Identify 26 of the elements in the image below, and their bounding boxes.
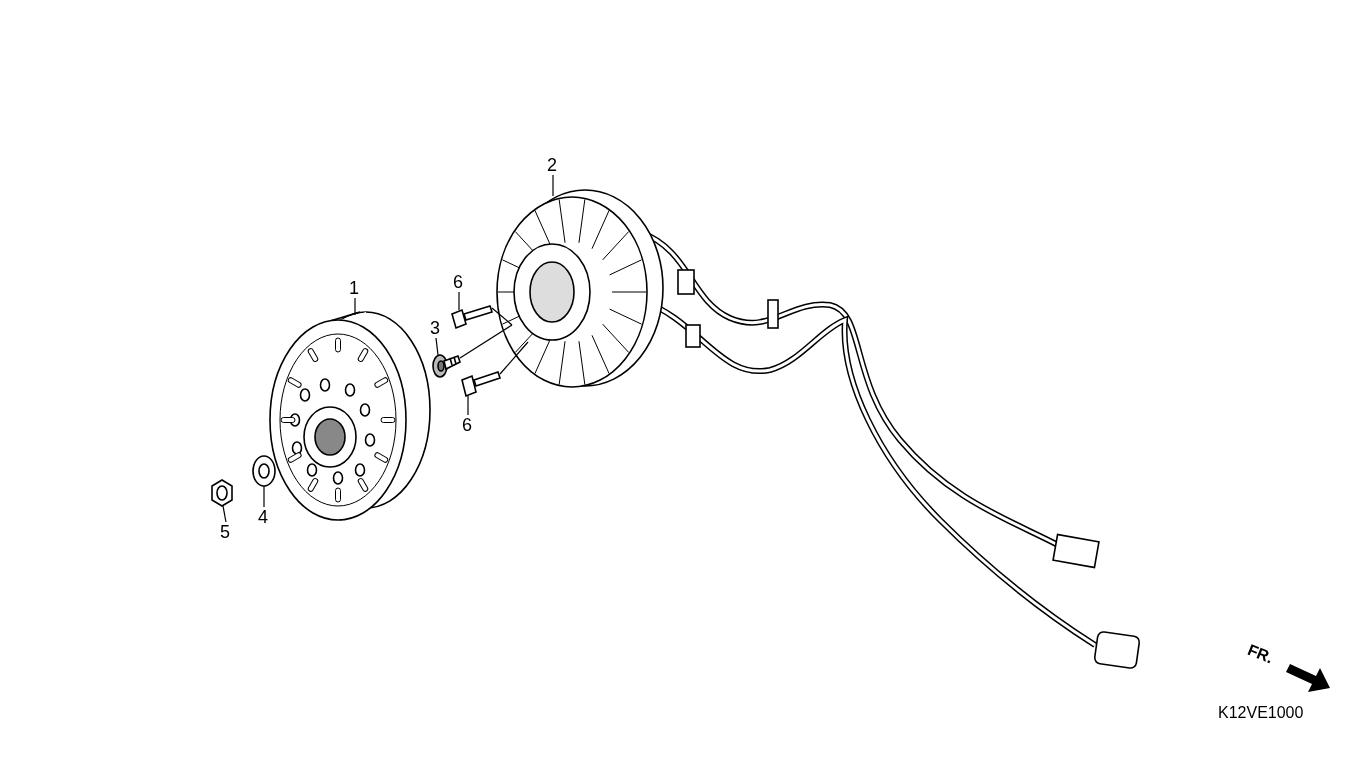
bolt-drawing — [461, 371, 501, 398]
direction-label: FR. — [1244, 640, 1276, 669]
leader-line — [222, 505, 227, 523]
assembly-line — [491, 307, 513, 326]
leader-line — [354, 297, 356, 316]
callout-number: 1 — [349, 278, 359, 298]
bolt-drawing — [451, 305, 493, 330]
leader-line — [435, 337, 439, 356]
callout-number: 3 — [430, 318, 440, 338]
stator-drawing — [496, 189, 1141, 670]
leader-line — [263, 485, 265, 508]
leader-line — [552, 174, 554, 197]
leader-line — [467, 395, 469, 416]
callout-number: 6 — [462, 415, 472, 435]
nut-drawing — [211, 479, 233, 507]
callout-number: 5 — [220, 522, 230, 542]
callout-number: 6 — [453, 272, 463, 292]
flywheel-drawing — [269, 311, 431, 521]
bolt-drawing — [432, 354, 461, 378]
leader-line — [458, 291, 460, 311]
assembly-line — [499, 341, 529, 375]
callout-number: 4 — [258, 507, 268, 527]
drawing-code: K12VE1000 — [1218, 703, 1304, 723]
washer-drawing — [252, 455, 276, 487]
callout-number: 2 — [547, 155, 557, 175]
assembly-line — [459, 324, 513, 359]
